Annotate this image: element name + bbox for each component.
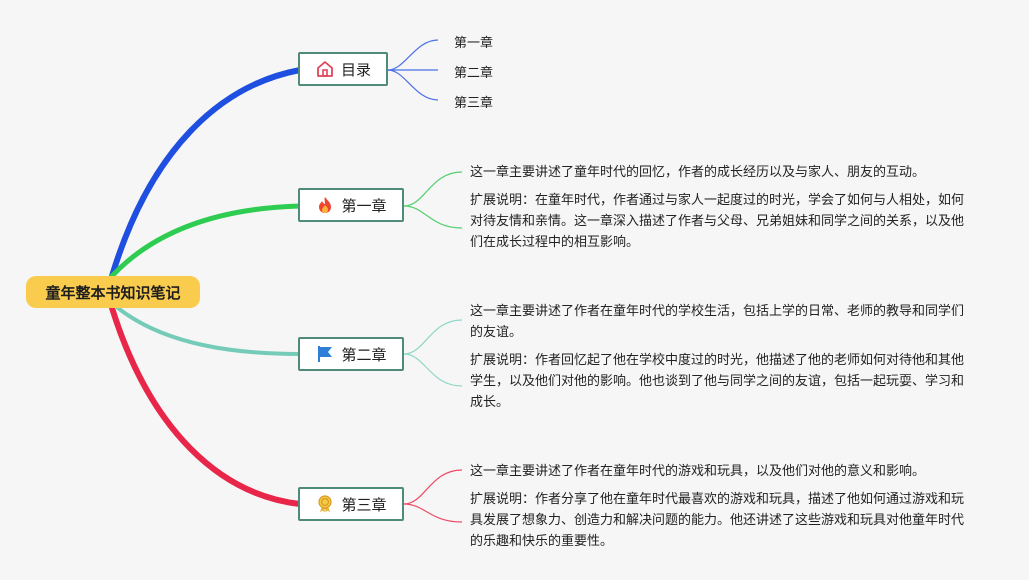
sub-line-ch3-summary	[403, 469, 463, 505]
branch-label-toc: 目录	[340, 60, 371, 79]
branch-line-toc	[109, 67, 303, 279]
sub-line-toc-3	[387, 69, 439, 101]
sub-line-ch2-summary	[403, 319, 463, 355]
toc-item-1[interactable]: 第一章	[454, 36, 494, 51]
ch3-notes: 这一章主要讲述了作者在童年时代的游戏和玩具，以及他们对他的意义和影响。 扩展说明…	[470, 461, 970, 559]
branch-label-ch3: 第三章	[341, 495, 387, 514]
sub-line-ch3-detail	[403, 503, 463, 523]
sub-line-ch2-detail	[403, 353, 463, 387]
ch1-summary: 这一章主要讲述了童年时代的回忆，作者的成长经历以及与家人、朋友的互动。	[470, 165, 926, 180]
ch3-summary: 这一章主要讲述了作者在童年时代的游戏和玩具，以及他们对他的意义和影响。	[470, 464, 926, 479]
flag-icon	[315, 344, 335, 364]
branch-node-ch2[interactable]: 第二章	[298, 337, 404, 371]
toc-item-2[interactable]: 第二章	[454, 66, 494, 81]
sub-line-ch1-detail	[403, 205, 463, 229]
ch3-detail: 扩展说明：作者分享了他在童年时代最喜欢的游戏和玩具，描述了他如何通过游戏和玩具发…	[470, 492, 965, 549]
toc-item-3[interactable]: 第三章	[454, 96, 494, 111]
branch-node-toc[interactable]: 目录	[298, 52, 388, 86]
branch-node-ch3[interactable]: 第三章	[298, 487, 404, 521]
home-icon	[315, 59, 335, 79]
medal-icon	[315, 494, 335, 514]
sub-line-toc-1	[387, 39, 439, 71]
ch2-summary: 这一章主要讲述了作者在童年时代的学校生活，包括上学的日常、老师的教导和同学们的友…	[470, 304, 965, 340]
ch2-notes: 这一章主要讲述了作者在童年时代的学校生活，包括上学的日常、老师的教导和同学们的友…	[470, 301, 970, 420]
root-label: 童年整本书知识笔记	[45, 283, 181, 302]
branch-line-ch3	[109, 305, 303, 507]
branch-label-ch1: 第一章	[341, 196, 387, 215]
ch2-detail: 扩展说明：作者回忆起了他在学校中度过的时光，他描述了他的老师如何对待他和其他学生…	[470, 353, 965, 410]
ch1-detail: 扩展说明：在童年时代，作者通过与家人一起度过的时光，学会了如何与人相处，如何对待…	[470, 193, 965, 250]
branch-node-ch1[interactable]: 第一章	[298, 188, 404, 222]
branch-line-ch1	[109, 203, 303, 279]
sub-line-ch1-summary	[403, 171, 463, 207]
branch-label-ch2: 第二章	[341, 345, 387, 364]
ch1-notes: 这一章主要讲述了童年时代的回忆，作者的成长经历以及与家人、朋友的互动。 扩展说明…	[470, 162, 970, 260]
fire-icon	[315, 195, 335, 215]
branch-line-ch2	[116, 306, 302, 356]
root-node[interactable]: 童年整本书知识笔记	[26, 276, 200, 308]
